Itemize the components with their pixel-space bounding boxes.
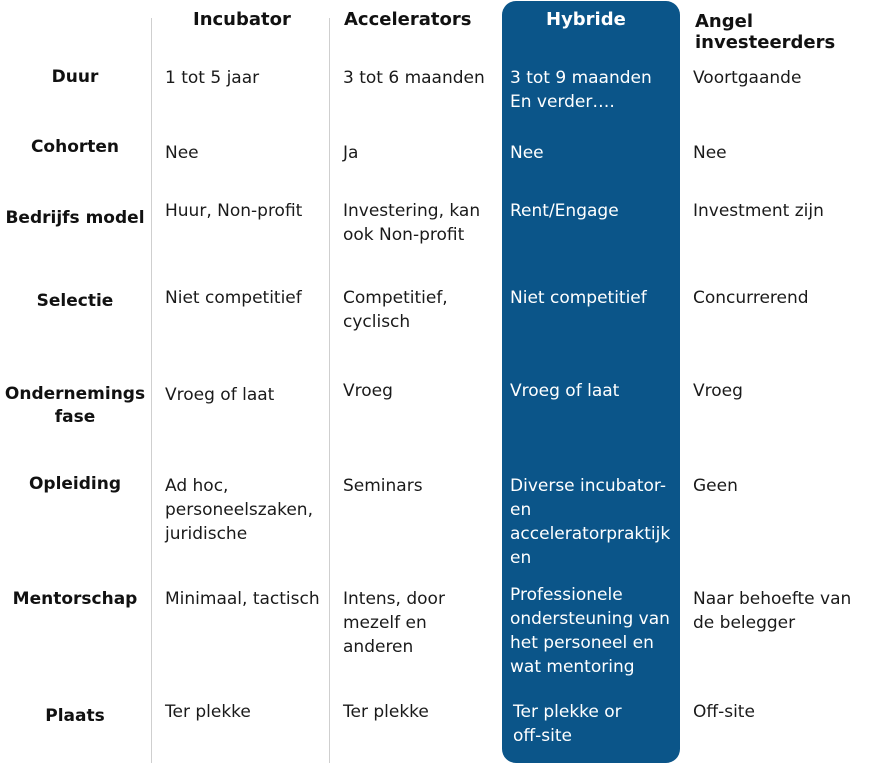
column-divider: [151, 18, 152, 763]
cell-hybride-bedrijfs-model: Rent/Engage: [510, 201, 619, 221]
cell-angel-selectie: Concurrerend: [693, 288, 809, 308]
cell-incubator-bedrijfs-model: Huur, Non-profit: [165, 201, 303, 221]
cell-accelerators-duur: 3 tot 6 maanden: [343, 68, 485, 88]
cell-incubator-mentorschap: Minimaal, tactisch: [165, 589, 320, 609]
row-label-plaats: Plaats: [45, 706, 105, 726]
cell-hybride-plaats: Ter plekke or off-site: [513, 702, 622, 746]
cell-accelerators-mentorschap: Intens, door mezelf en anderen: [343, 589, 445, 657]
cell-angel-ondernemings-fase: Vroeg: [693, 381, 743, 401]
cell-hybride-ondernemings-fase: Vroeg of laat: [510, 381, 620, 401]
cell-hybride-cohorten: Nee: [510, 143, 544, 163]
cell-accelerators-selectie: Competitief, cyclisch: [343, 288, 448, 332]
row-label-duur: Duur: [51, 67, 99, 87]
cell-accelerators-plaats: Ter plekke: [343, 702, 429, 722]
row-label-ondernemings-fase: Ondernemings fase: [4, 384, 146, 427]
hybride-column-highlight: [502, 1, 680, 763]
cell-accelerators-bedrijfs-model: Investering, kan ook Non-profit: [343, 201, 481, 245]
cell-incubator-ondernemings-fase: Vroeg of laat: [165, 385, 275, 405]
row-label-selectie: Selectie: [36, 291, 114, 311]
cell-incubator-selectie: Niet competitief: [165, 288, 302, 308]
cell-incubator-plaats: Ter plekke: [165, 702, 251, 722]
cell-hybride-duur: 3 tot 9 maanden En verder….: [510, 68, 652, 112]
cell-angel-opleiding: Geen: [693, 476, 738, 496]
cell-angel-mentorschap: Naar behoefte van de belegger: [693, 589, 852, 633]
cell-angel-plaats: Off-site: [693, 702, 755, 722]
header-hybride: Hybride: [546, 9, 626, 30]
cell-hybride-opleiding: Diverse incubator- en acceleratorpraktij…: [510, 476, 671, 568]
row-label-cohorten: Cohorten: [30, 137, 120, 157]
cell-accelerators-ondernemings-fase: Vroeg: [343, 381, 393, 401]
header-angel-investeerders: Angel investeerders: [695, 11, 836, 53]
column-divider: [329, 18, 330, 763]
row-label-opleiding: Opleiding: [28, 474, 122, 494]
cell-angel-bedrijfs-model: Investment zijn: [693, 201, 824, 221]
row-label-mentorschap: Mentorschap: [12, 589, 138, 609]
cell-accelerators-cohorten: Ja: [343, 143, 359, 163]
row-label-bedrijfs-model: Bedrijfs model: [5, 208, 145, 228]
cell-incubator-opleiding: Ad hoc, personeelszaken, juridische: [165, 476, 313, 544]
cell-accelerators-opleiding: Seminars: [343, 476, 423, 496]
cell-incubator-cohorten: Nee: [165, 143, 199, 163]
cell-incubator-duur: 1 tot 5 jaar: [165, 68, 260, 88]
cell-hybride-mentorschap: Professionele ondersteuning van het pers…: [510, 585, 670, 677]
cell-angel-cohorten: Nee: [693, 143, 727, 163]
header-accelerators: Accelerators: [344, 9, 472, 30]
header-incubator: Incubator: [193, 9, 291, 30]
cell-hybride-selectie: Niet competitief: [510, 288, 647, 308]
cell-angel-duur: Voortgaande: [693, 68, 802, 88]
